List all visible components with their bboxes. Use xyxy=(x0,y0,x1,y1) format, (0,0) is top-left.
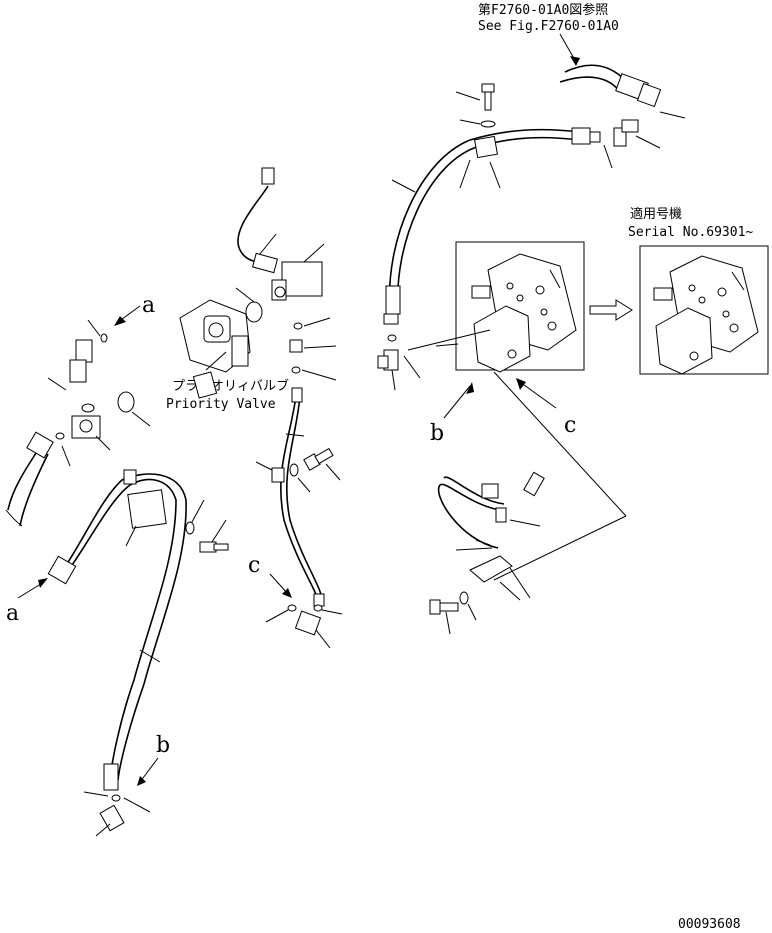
hose-upper-right xyxy=(383,127,601,325)
serial-number-en: Serial No.69301~ xyxy=(628,225,753,240)
connection-label-b-bottom: b xyxy=(156,733,170,758)
referenced-hose-top xyxy=(559,64,686,119)
document-number: 00093608 xyxy=(678,917,741,932)
connection-label-a-bottom: a xyxy=(6,601,19,626)
fitting-center xyxy=(192,371,218,399)
oring-and-elbow-left-valve xyxy=(377,334,421,391)
connection-label-a-top: a xyxy=(142,293,155,318)
hose-long-left xyxy=(47,469,187,837)
figure-reference-en: See Fig.F2760-01A0 xyxy=(478,19,619,34)
priority-valve-label-en: Priority Valve xyxy=(166,397,276,412)
valve-detail-box-right xyxy=(639,245,769,375)
wiring-harness-bracket xyxy=(437,471,545,601)
oring-and-fitting-center xyxy=(289,317,337,381)
bolt-hose-left xyxy=(185,499,229,553)
connection-label-b-top: b xyxy=(430,421,444,446)
washer-top xyxy=(480,120,496,128)
solenoid-valve-block xyxy=(271,243,325,301)
bolt-center xyxy=(289,447,341,493)
figure-reference-jp: 第F2760-01A0図参照 xyxy=(478,2,608,18)
fittings-bottom-center xyxy=(265,604,343,649)
connection-label-c-top: c xyxy=(564,413,576,438)
bolt-top xyxy=(455,83,495,111)
hose-thin-center xyxy=(255,387,325,607)
solenoid-harness xyxy=(237,167,279,274)
priority-valve-body xyxy=(179,287,263,373)
connection-label-c-bottom: c xyxy=(248,553,260,578)
valve-detail-box-left xyxy=(407,241,585,373)
elbow-fittings-left xyxy=(47,319,151,467)
elbow-fitting-upper-right xyxy=(603,119,661,169)
priority-valve-label-jp: プライオリィバルブ xyxy=(172,378,289,394)
serial-number-jp: 適用号機 xyxy=(630,206,682,222)
hose-left-cut xyxy=(5,431,54,527)
bolt-bracket xyxy=(429,591,477,635)
arrow-to-serial-variant xyxy=(589,299,633,321)
